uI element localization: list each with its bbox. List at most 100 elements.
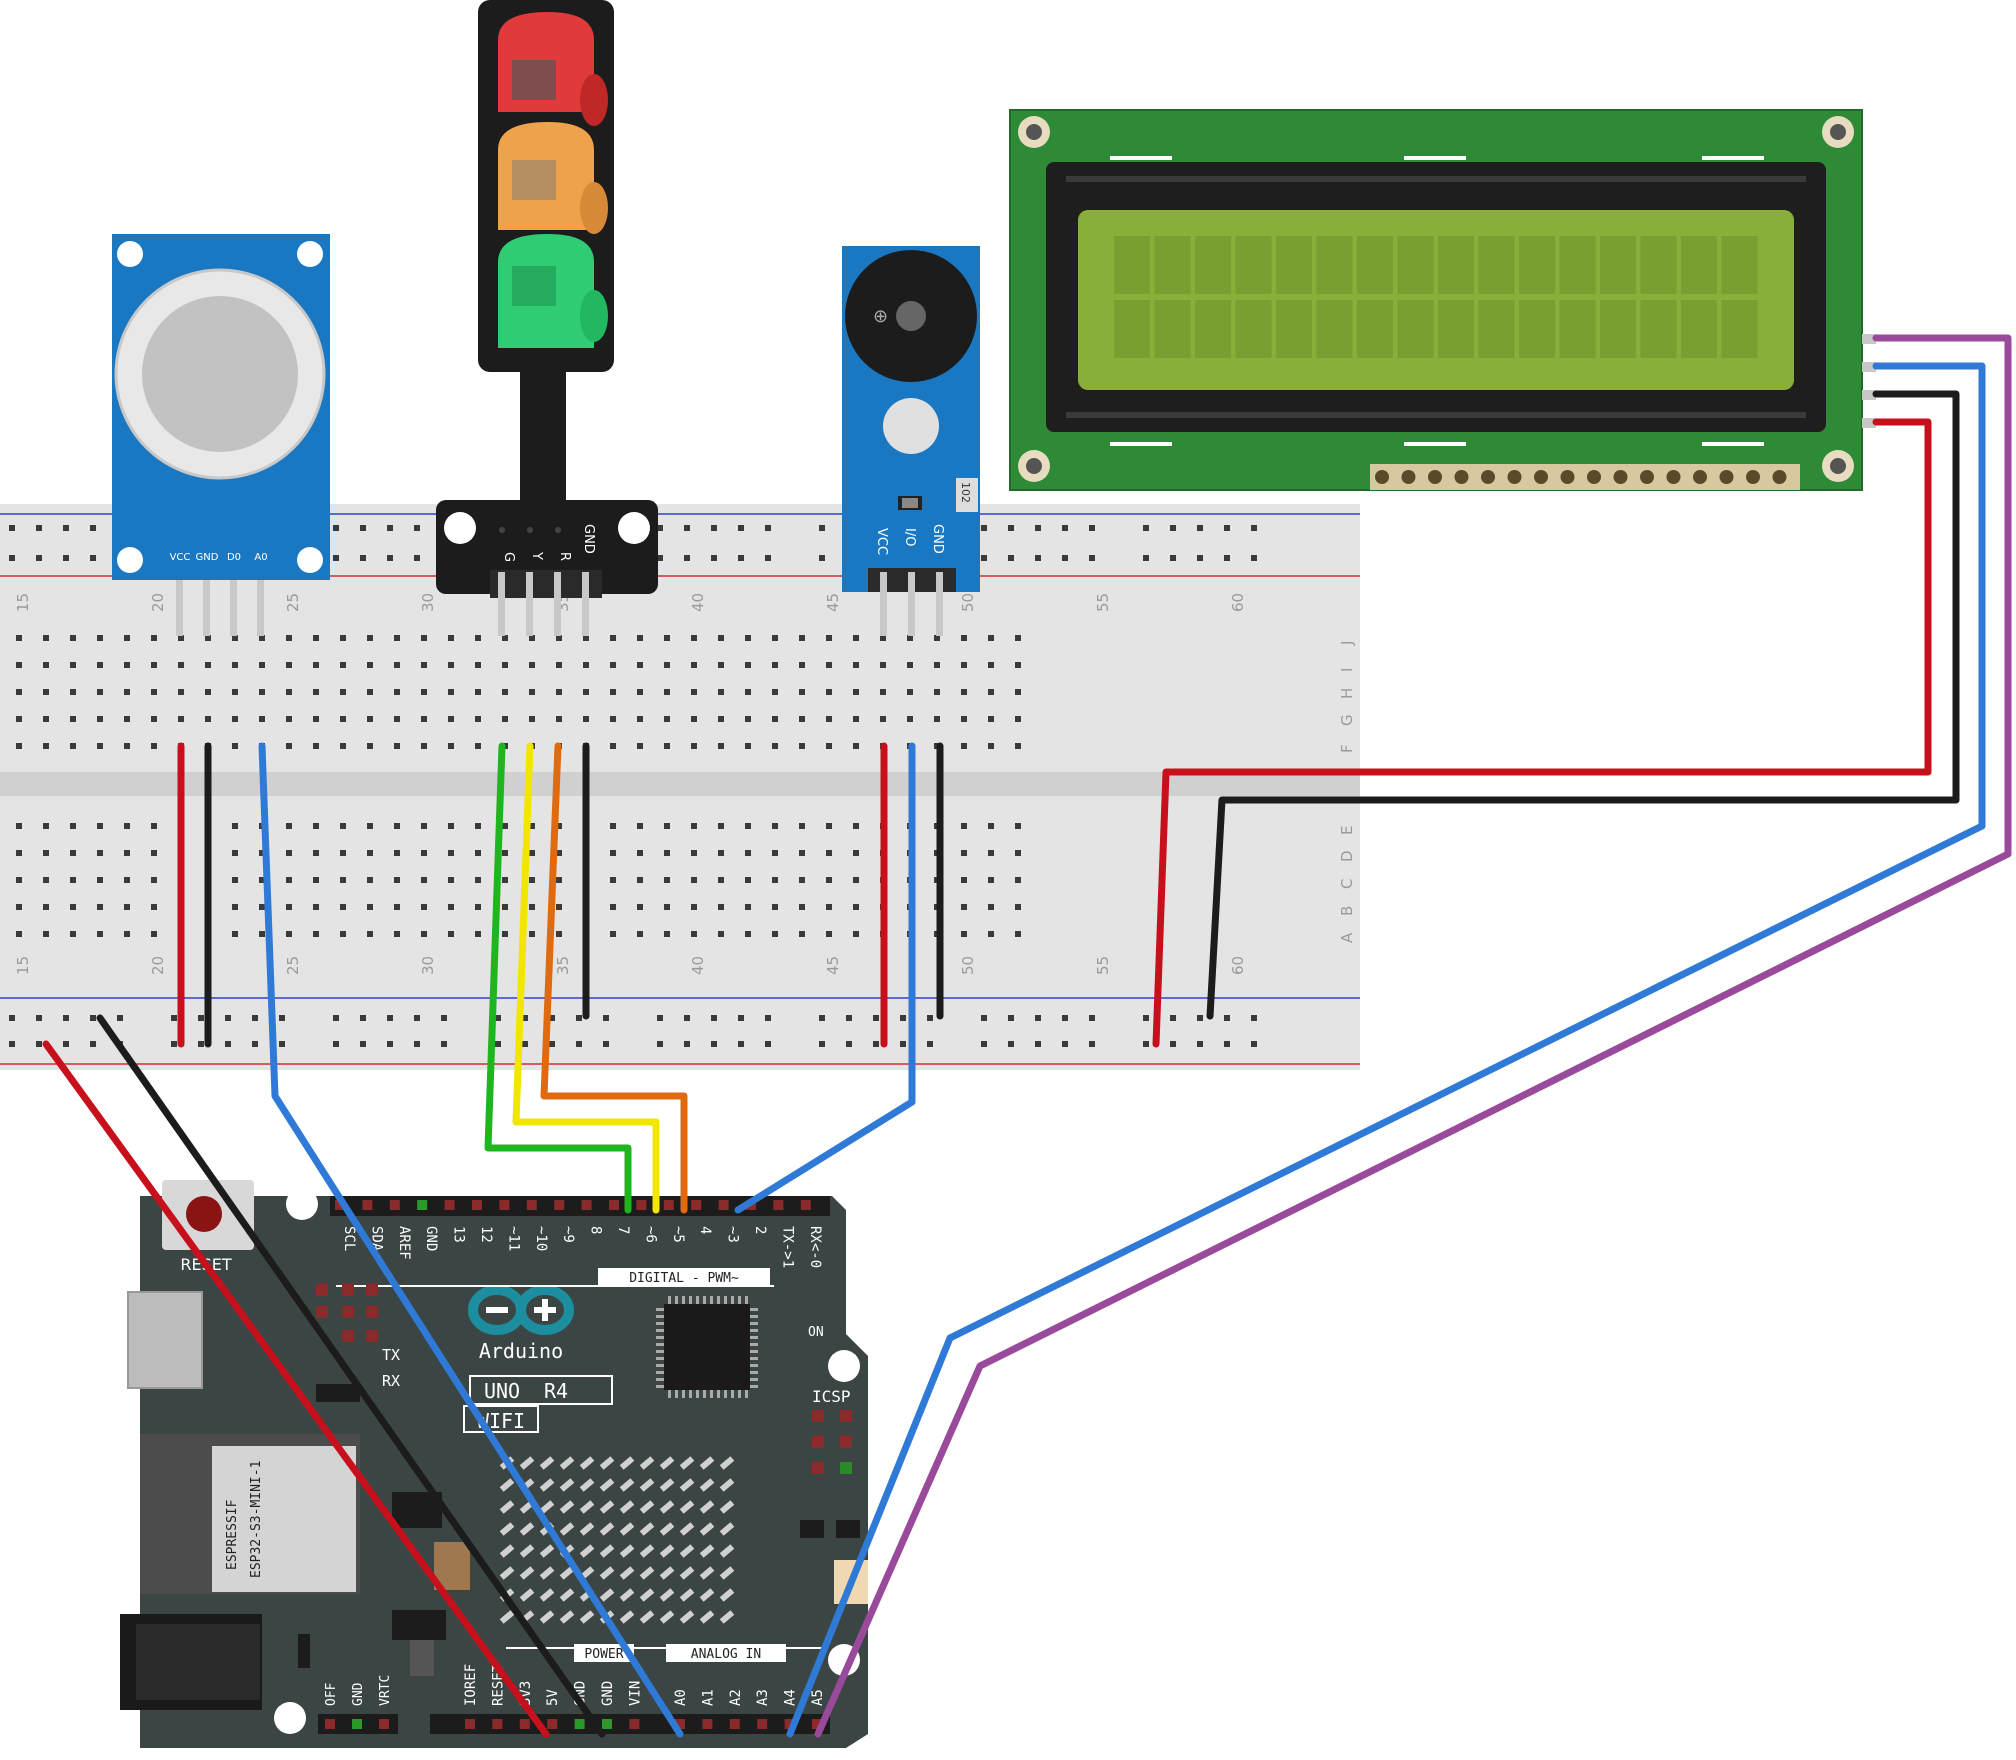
digital-pin[interactable] [362,1200,373,1210]
matrix-led [499,1522,515,1536]
digital-pin[interactable] [636,1200,647,1210]
breadboard-hole [556,850,562,856]
analog-pin-label: A2 [728,1689,744,1706]
breadboard-hole [394,743,400,749]
breadboard-hole [745,662,751,668]
power-pin[interactable] [465,1719,475,1729]
digital-pin[interactable] [581,1200,592,1210]
lcd-char-cell [1478,300,1515,358]
rail-hole [90,555,96,561]
matrix-led [559,1610,575,1624]
digital-pin[interactable] [691,1200,702,1210]
esp-label: ESP32-S3-MINI-1 [249,1461,264,1578]
digital-pin[interactable] [417,1200,428,1210]
rail-hole [9,525,15,531]
digital-pin[interactable] [526,1200,537,1210]
breadboard-hole [259,904,265,910]
rail-hole [1035,1041,1041,1047]
digital-pin[interactable] [472,1200,482,1210]
matrix-led [639,1522,655,1536]
analog-pin[interactable] [812,1719,822,1729]
matrix-led [659,1456,675,1470]
breadboard-hole [745,635,751,641]
matrix-led [719,1478,735,1492]
breadboard-hole [16,850,22,856]
matrix-led [579,1456,595,1470]
misc-pin-label: OFF [324,1682,339,1706]
rail-hole [981,525,987,531]
rail-hole [441,1041,447,1047]
breadboard-hole [799,635,805,641]
power-pin[interactable] [629,1719,640,1729]
misc-pin[interactable] [352,1719,362,1729]
analog-pin[interactable] [675,1719,685,1729]
rail-hole [333,525,339,531]
digital-pin[interactable] [773,1200,784,1210]
breadboard-hole [286,716,292,722]
breadboard-hole [907,662,913,668]
breadboard-hole [1015,743,1021,749]
breadboard-hole [691,689,697,695]
lcd-header-pin [1613,470,1628,484]
breadboard-hole [124,904,130,910]
lcd-char-cell [1195,236,1231,294]
breadboard-hole [826,904,832,910]
digital-pin[interactable] [499,1200,510,1210]
traffic-pin-label: GND [581,524,596,554]
analog-pin[interactable] [729,1719,740,1729]
col-num: 25 [284,956,302,975]
misc-pin[interactable] [379,1719,389,1729]
rail-hole [1197,525,1203,531]
digital-pin[interactable] [444,1200,455,1210]
digital-pin[interactable] [335,1200,345,1210]
power-pin[interactable] [574,1719,585,1729]
matrix-led [539,1478,555,1492]
breadboard-hole [448,877,454,883]
rail-hole [198,1041,204,1047]
rail-hole [387,1015,393,1021]
analog-pin[interactable] [702,1719,713,1729]
row-letter: F [1338,744,1356,753]
power-pin[interactable] [602,1719,612,1729]
digital-pin-label: TX->1 [779,1226,795,1268]
digital-pin[interactable] [663,1200,674,1210]
breadboard-hole [502,689,508,695]
wire-buzzer-io [734,742,916,1214]
breadboard-hole [691,823,697,829]
digital-pin[interactable] [609,1200,619,1210]
analog-pin[interactable] [757,1719,768,1729]
breadboard-hole [610,850,616,856]
lcd-char-cell [1154,300,1191,358]
breadboard-hole [367,689,373,695]
breadboard-hole [151,662,157,668]
power-pin[interactable] [492,1719,503,1729]
breadboard-hole [745,850,751,856]
lcd-char-cell [1478,236,1515,294]
breadboard-hole [556,716,562,722]
digital-pin[interactable] [718,1200,729,1210]
lcd-char-cell [1438,236,1474,294]
breadboard-hole [556,689,562,695]
breadboard-hole [934,662,940,668]
breadboard-hole [367,662,373,668]
lcd-pin-header [1370,464,1800,490]
digital-pin[interactable] [554,1200,565,1210]
matrix-led [679,1566,695,1580]
misc-pin[interactable] [325,1719,335,1729]
lcd-header-pin [1560,470,1575,484]
rail-hole [1089,555,1095,561]
digital-pin[interactable] [389,1200,400,1210]
breadboard-hole [637,689,643,695]
breadboard-row-letters: J I H G F E D C B A [1338,641,1356,943]
sensor-pin-label: A0 [254,552,267,563]
digital-pin[interactable] [800,1200,811,1210]
power-pin[interactable] [519,1719,530,1729]
breadboard-hole [691,931,697,937]
breadboard-hole [583,716,589,722]
analog-pin[interactable] [784,1719,795,1729]
rail-hole [1089,1015,1095,1021]
matrix-led [699,1588,715,1602]
power-pin[interactable] [547,1719,558,1729]
rail-hole [1143,555,1149,561]
